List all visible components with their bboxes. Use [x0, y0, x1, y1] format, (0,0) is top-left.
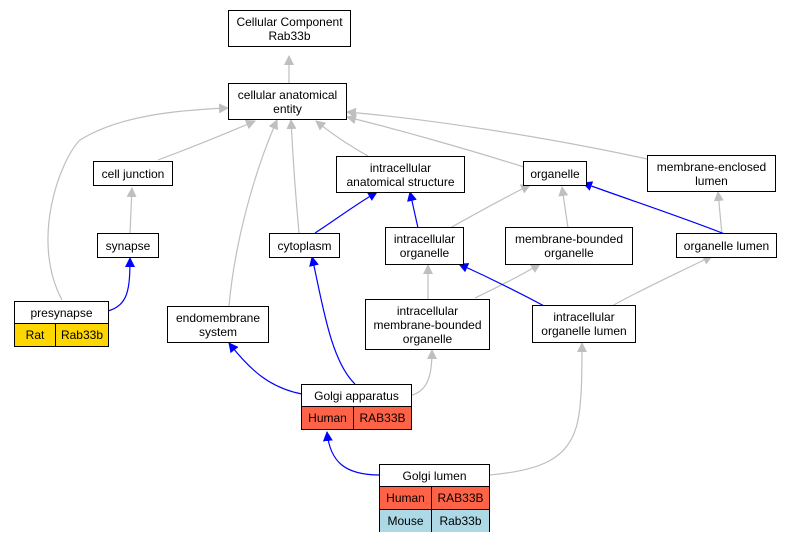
node-label-line2: organelle [399, 246, 450, 260]
node-label-line2: Rab33b [268, 28, 311, 43]
node-label: organelle lumen [683, 238, 770, 253]
edge-golgi-to-imbo [411, 349, 437, 396]
species-cell: Human [308, 411, 347, 425]
node-organelle[interactable]: organelle [523, 161, 587, 186]
node-label: organelle [530, 166, 580, 181]
annotation-row-mouse: Mouse Rab33b [380, 509, 489, 532]
node-label-line1: membrane-enclosed [656, 159, 767, 174]
edge-golgi-to-endomembrane [228, 342, 303, 395]
node-synapse[interactable]: synapse [97, 233, 159, 258]
edge-golgilumen-to-golgi [322, 431, 381, 476]
annotation-row-human: Human RAB33B [302, 407, 411, 429]
node-label-line1: Cellular Component [236, 14, 343, 29]
edge-synapse-to-celljunction [126, 187, 137, 234]
node-label-line1: intracellular [553, 310, 615, 324]
edge-cytoplasm-to-cae [286, 119, 300, 234]
species-cell: Mouse [387, 514, 424, 528]
node-label: synapse [105, 238, 151, 253]
edge-iol-to-intorg [458, 263, 549, 309]
edge-intorg-to-organelle [449, 184, 531, 229]
edge-orglumen-to-organelle [582, 181, 728, 236]
node-label-line1: endomembrane [175, 310, 261, 325]
edge-golgi-to-cytoplasm [309, 256, 356, 385]
gene-cell: RAB33B [431, 487, 489, 509]
node-organelle-lumen[interactable]: organelle lumen [676, 233, 777, 258]
node-cell-junction[interactable]: cell junction [93, 161, 173, 186]
node-label: presynapse [15, 302, 108, 324]
node-label-line1: intracellular [369, 160, 432, 175]
node-label-line2: membrane-bounded [373, 317, 482, 332]
node-label-line1: membrane-bounded [514, 232, 624, 246]
node-presynapse[interactable]: presynapse Rat Rab33b [14, 301, 109, 347]
node-label-line3: organelle [402, 331, 453, 346]
edge-mbo-to-organelle [558, 186, 569, 229]
gene-cell: Rab33b [55, 324, 108, 346]
node-label-line2: organelle lumen [541, 324, 627, 338]
annotation-row-human: Human RAB33B [380, 487, 489, 509]
edge-mel-to-cae [346, 107, 648, 160]
edge-imbo-to-mbo [474, 263, 541, 299]
species-cell: Rat [25, 328, 45, 342]
edge-endomembrane-to-cae [228, 119, 278, 307]
edge-celljunction-to-cae [157, 119, 256, 161]
edge-golgilumen-to-iol [489, 342, 587, 476]
gene-cell: Rab33b [431, 510, 489, 532]
edge-iol-to-orglumen [611, 255, 713, 307]
edge-organelle-to-cae [346, 114, 525, 168]
gene-cell: RAB33B [353, 407, 411, 429]
node-cytoplasm[interactable]: cytoplasm [269, 233, 340, 258]
node-label-line2: system [198, 324, 237, 339]
node-golgi-apparatus[interactable]: Golgi apparatus Human RAB33B [301, 384, 412, 430]
node-label: Golgi lumen [380, 465, 489, 487]
node-label-line2: organelle [544, 246, 594, 260]
node-label: cytoplasm [277, 238, 332, 253]
edge-cytoplasm-to-ias [314, 191, 378, 234]
edge-intorg-to-ias [407, 191, 419, 229]
node-label: cell junction [101, 166, 165, 181]
annotation-row-rat: Rat Rab33b [15, 324, 108, 346]
node-label-line2: entity [273, 101, 302, 116]
edge-presynapse-to-cae [47, 103, 229, 301]
node-label: Golgi apparatus [302, 385, 411, 407]
node-golgi-lumen[interactable]: Golgi lumen Human RAB33B Mouse Rab33b [379, 464, 490, 532]
node-label-line1: cellular anatomical [237, 87, 338, 102]
edge-ias-to-cae [315, 120, 369, 157]
node-label-line2: lumen [695, 173, 728, 188]
species-cell: Human [386, 491, 425, 505]
node-label-line1: intracellular [396, 303, 459, 318]
node-label-line2: anatomical structure [346, 174, 455, 189]
node-label-line1: intracellular [393, 232, 456, 246]
edge-orglumen-to-mel [713, 191, 724, 236]
edge-presynapse-to-synapse [107, 257, 135, 312]
